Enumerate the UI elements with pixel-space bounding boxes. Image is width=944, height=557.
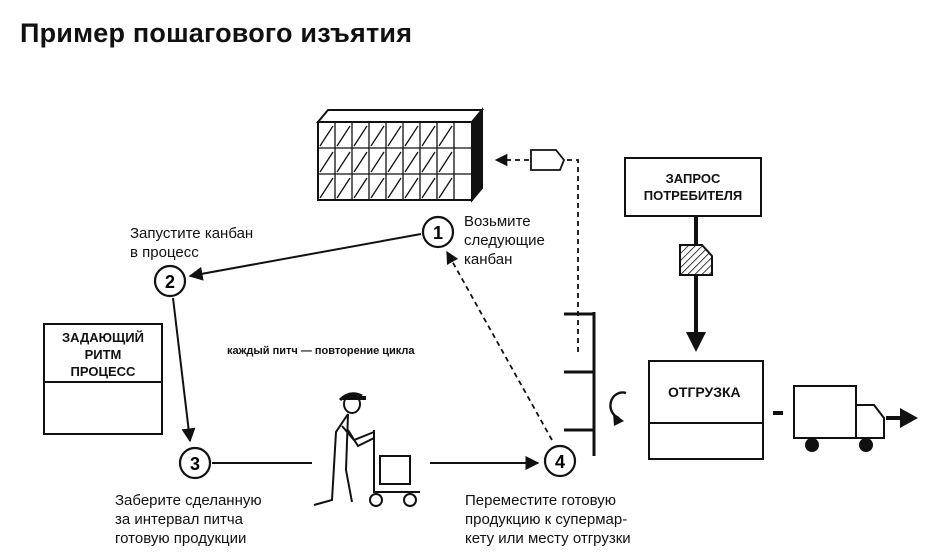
kanban-return-path — [494, 153, 579, 352]
step-4-label: Переместите готовую продукцию к супермар… — [465, 492, 631, 547]
customer-request-label: ЗАПРОС ПОТРЕБИТЕЛЯ — [643, 171, 743, 203]
step-1-circle: 1 — [421, 215, 455, 249]
step-3-number: 3 — [190, 454, 200, 474]
step-1-label: Возьмите следующие канбан — [464, 213, 545, 268]
step-3-label: Заберите сделанную за интервал питча гот… — [115, 492, 262, 547]
step-4-circle: 4 — [543, 444, 577, 478]
production-kanban-icon — [679, 244, 713, 276]
pacemaker-process-box: ЗАДАЮЩИЙ РИТМ ПРОЦЕСС — [43, 323, 163, 435]
cycle-arrow-icon — [609, 391, 627, 426]
supermarket-icon — [564, 312, 596, 456]
step-1-number: 1 — [433, 223, 443, 243]
kanban-card-icon — [530, 149, 566, 171]
arrow-step4-to-step1 — [446, 250, 553, 441]
cycle-note: каждый питч — повторение цикла — [227, 345, 415, 357]
operator-with-cart-icon — [313, 392, 420, 507]
shipping-label: ОТГРУЗКА — [650, 362, 762, 424]
truck-icon — [773, 385, 918, 452]
step-4-number: 4 — [555, 452, 565, 472]
step-2-number: 2 — [165, 272, 175, 292]
step-2-circle: 2 — [153, 264, 187, 298]
shipping-box: ОТГРУЗКА — [648, 360, 764, 460]
step-2-label: Запустите канбан в процесс — [130, 225, 254, 261]
customer-request-box: ЗАПРОС ПОТРЕБИТЕЛЯ — [624, 157, 762, 217]
arrow-step2-to-step3 — [172, 297, 196, 443]
heijunka-box-icon — [315, 107, 485, 203]
diagram-title: Пример пошагового изъятия — [20, 18, 413, 48]
pacemaker-process-label: ЗАДАЮЩИЙ РИТМ ПРОЦЕСС — [45, 325, 161, 383]
step-3-circle: 3 — [178, 446, 212, 480]
arrow-step1-to-step2 — [188, 233, 422, 281]
